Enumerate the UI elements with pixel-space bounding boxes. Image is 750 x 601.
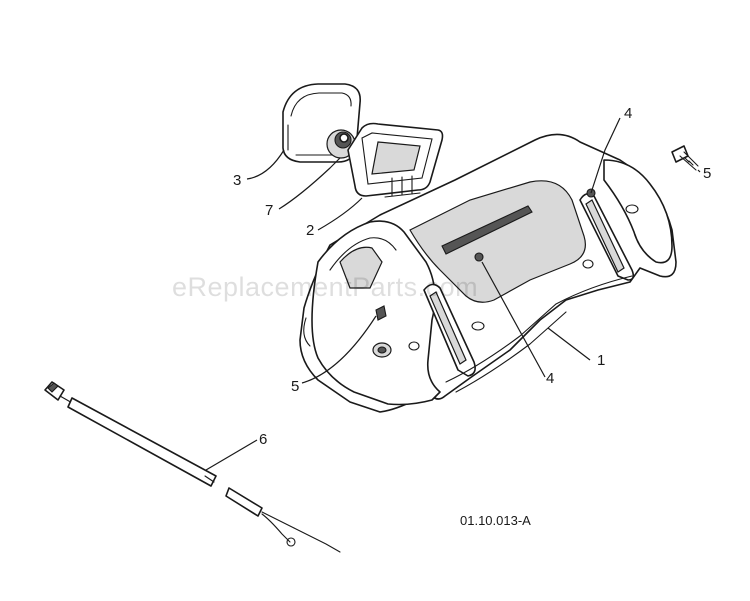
callout-3: 3 — [233, 172, 241, 189]
control-cable — [44, 381, 341, 553]
watermark: eReplacementParts.com — [172, 272, 478, 302]
callout-4-upper: 4 — [624, 105, 632, 122]
air-filter-cover — [282, 83, 362, 163]
callout-2: 2 — [306, 222, 314, 239]
callout-4-lower: 4 — [546, 370, 554, 387]
callout-6: 6 — [259, 431, 267, 448]
leader-lines — [205, 117, 701, 471]
callout-7: 7 — [265, 202, 273, 219]
filter-frame — [347, 122, 444, 198]
callout-5-upper: 5 — [703, 165, 711, 182]
screw-cowl — [375, 305, 387, 321]
screw-top — [474, 252, 484, 262]
callout-1: 1 — [597, 352, 605, 369]
bolt-upper-right — [671, 145, 699, 171]
callout-5-lower: 5 — [291, 378, 299, 395]
diagram-reference-number: 01.10.013-A — [460, 513, 531, 528]
